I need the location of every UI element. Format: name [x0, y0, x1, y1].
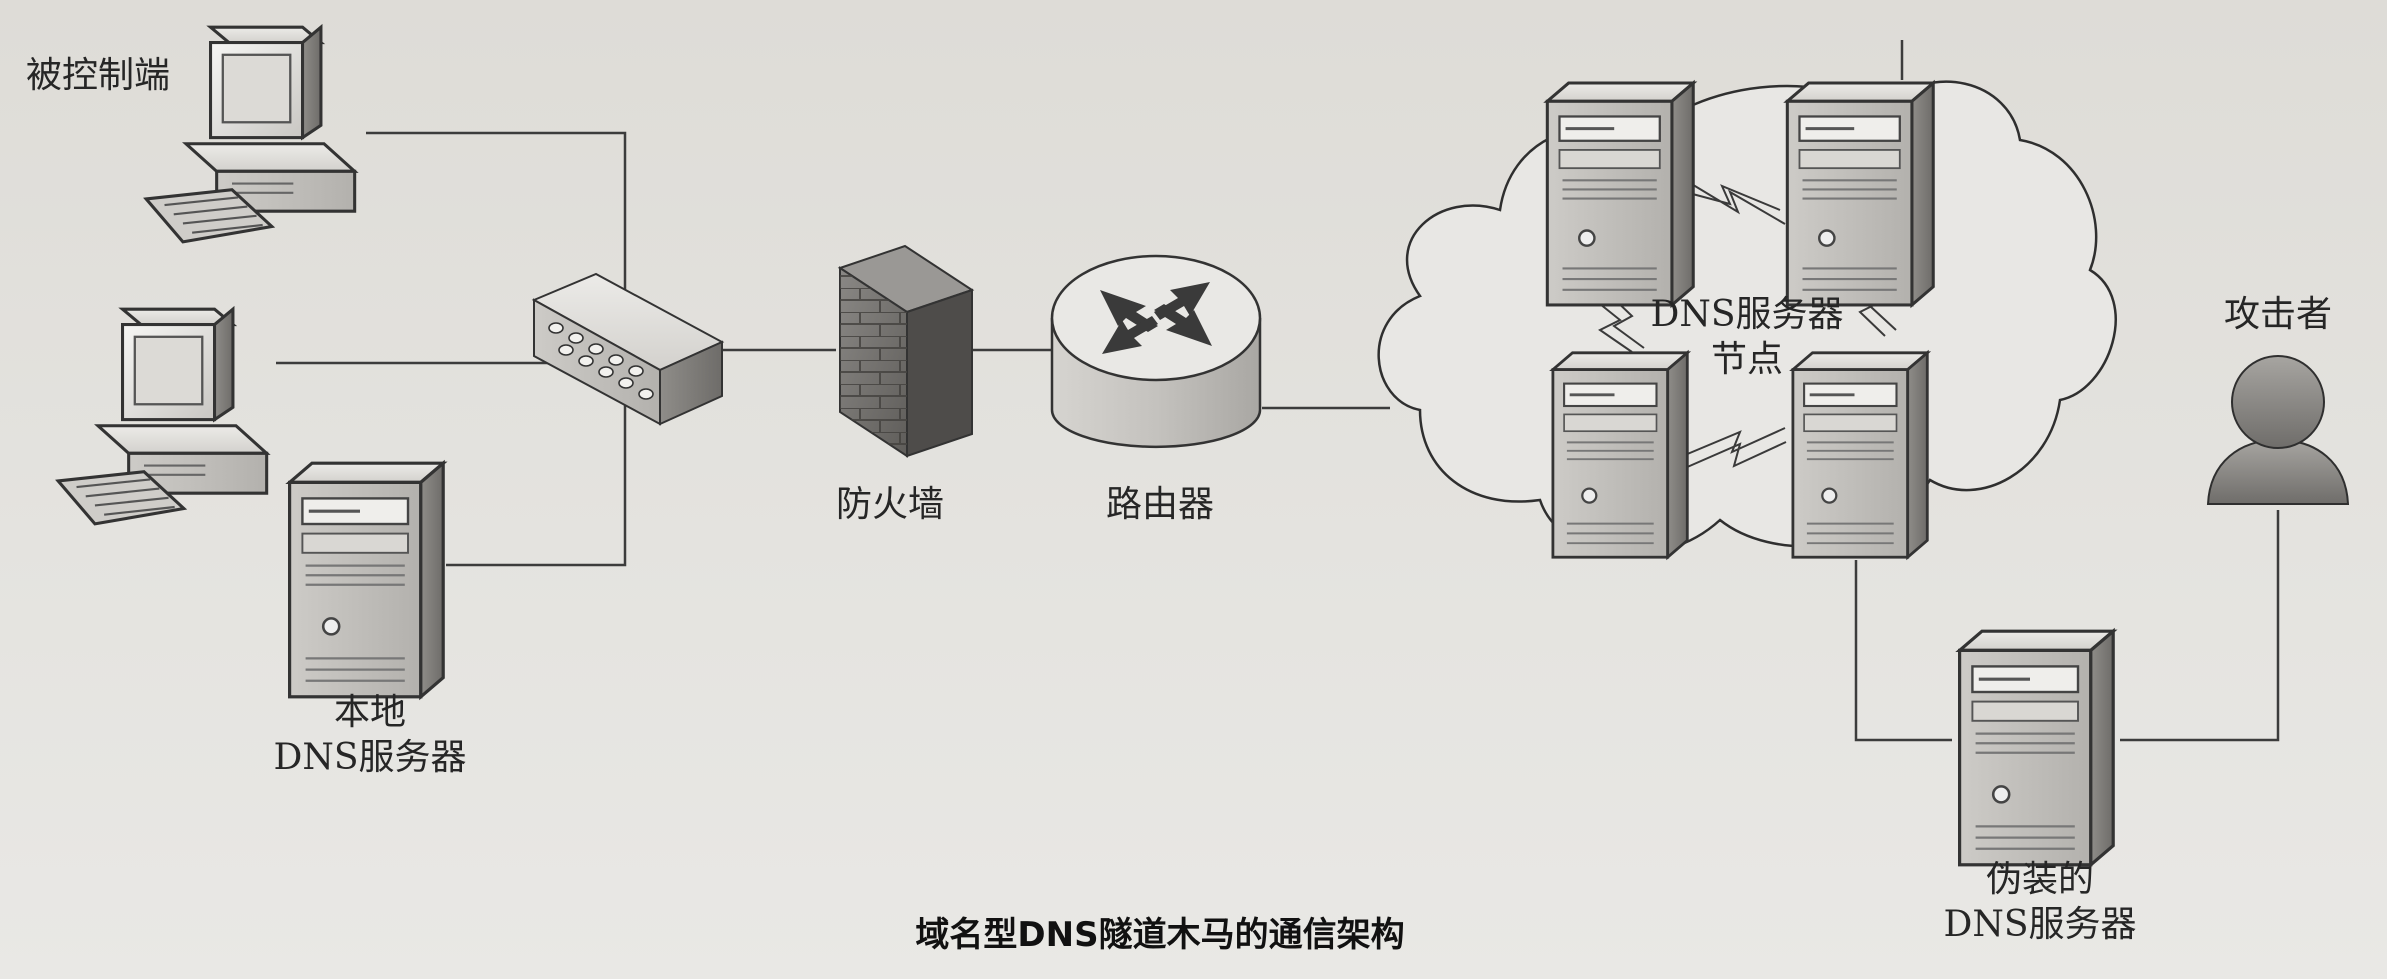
fake-dns-label-line2: DNS服务器: [1943, 904, 2137, 945]
dns-cloud-label: DNS服务器 节点: [1632, 292, 1862, 382]
dns-cloud-label-line1: DNS服务器: [1650, 294, 1844, 335]
fake-dns-label: 伪装的 DNS服务器: [1910, 857, 2170, 947]
tunnel-links: [1594, 179, 1897, 469]
attacker-label: 攻击者: [2223, 294, 2332, 335]
dns-node-bottom-right: [1791, 351, 1929, 559]
firewall: [837, 244, 975, 458]
controlled-host-2: [56, 307, 269, 526]
local-dns-label: 本地 DNS服务器: [240, 690, 500, 780]
router: [1050, 254, 1262, 449]
diagram-caption: 域名型DNS隧道木马的通信架构: [915, 915, 1405, 955]
local-dns-server: [288, 461, 445, 699]
fake-dns-label-line1: 伪装的: [1985, 859, 2094, 900]
router-label: 路由器: [1105, 484, 1214, 525]
attacker-icon: [2206, 355, 2350, 505]
dns-node-top-left: [1545, 81, 1695, 307]
dns-node-top-right: [1785, 81, 1935, 307]
local-dns-label-line1: 本地: [333, 692, 406, 733]
controlled-host-label: 被控制端: [26, 55, 171, 96]
local-dns-label-line2: DNS服务器: [273, 737, 467, 778]
controlled-host-1: [144, 25, 357, 244]
firewall-label: 防火墙: [835, 484, 944, 525]
dns-cloud-label-line2: 节点: [1710, 339, 1783, 380]
network-switch: [531, 272, 725, 426]
dns-node-bottom-left: [1551, 351, 1689, 559]
fake-dns-server: [1957, 629, 2115, 867]
